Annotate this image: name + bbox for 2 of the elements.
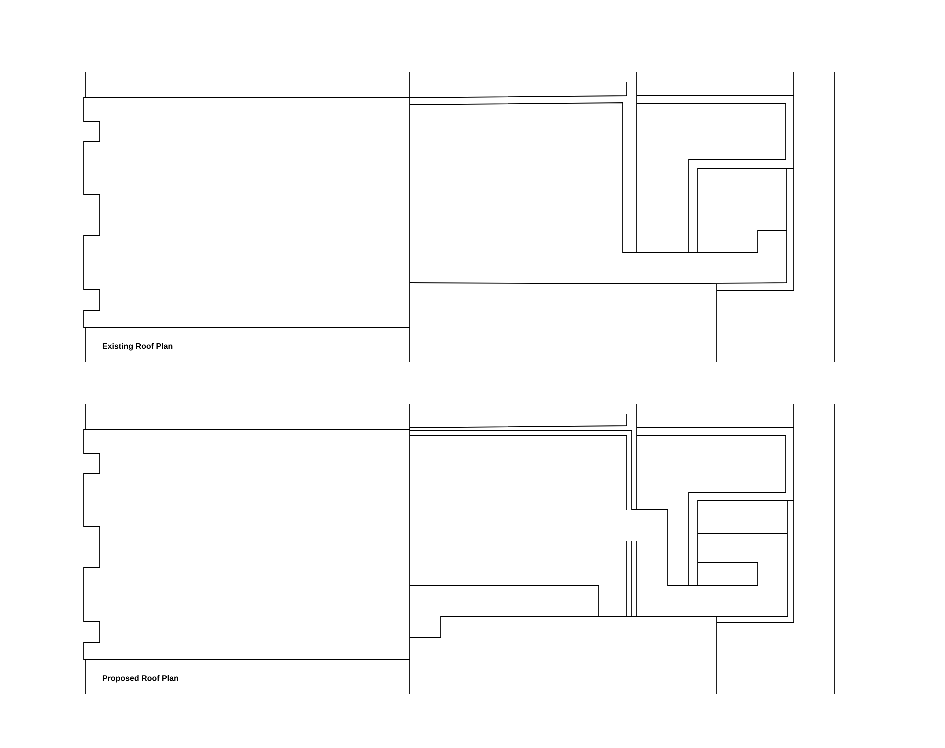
plan-title: Proposed Roof Plan	[102, 675, 178, 683]
plan-title: Existing Roof Plan	[102, 343, 173, 351]
